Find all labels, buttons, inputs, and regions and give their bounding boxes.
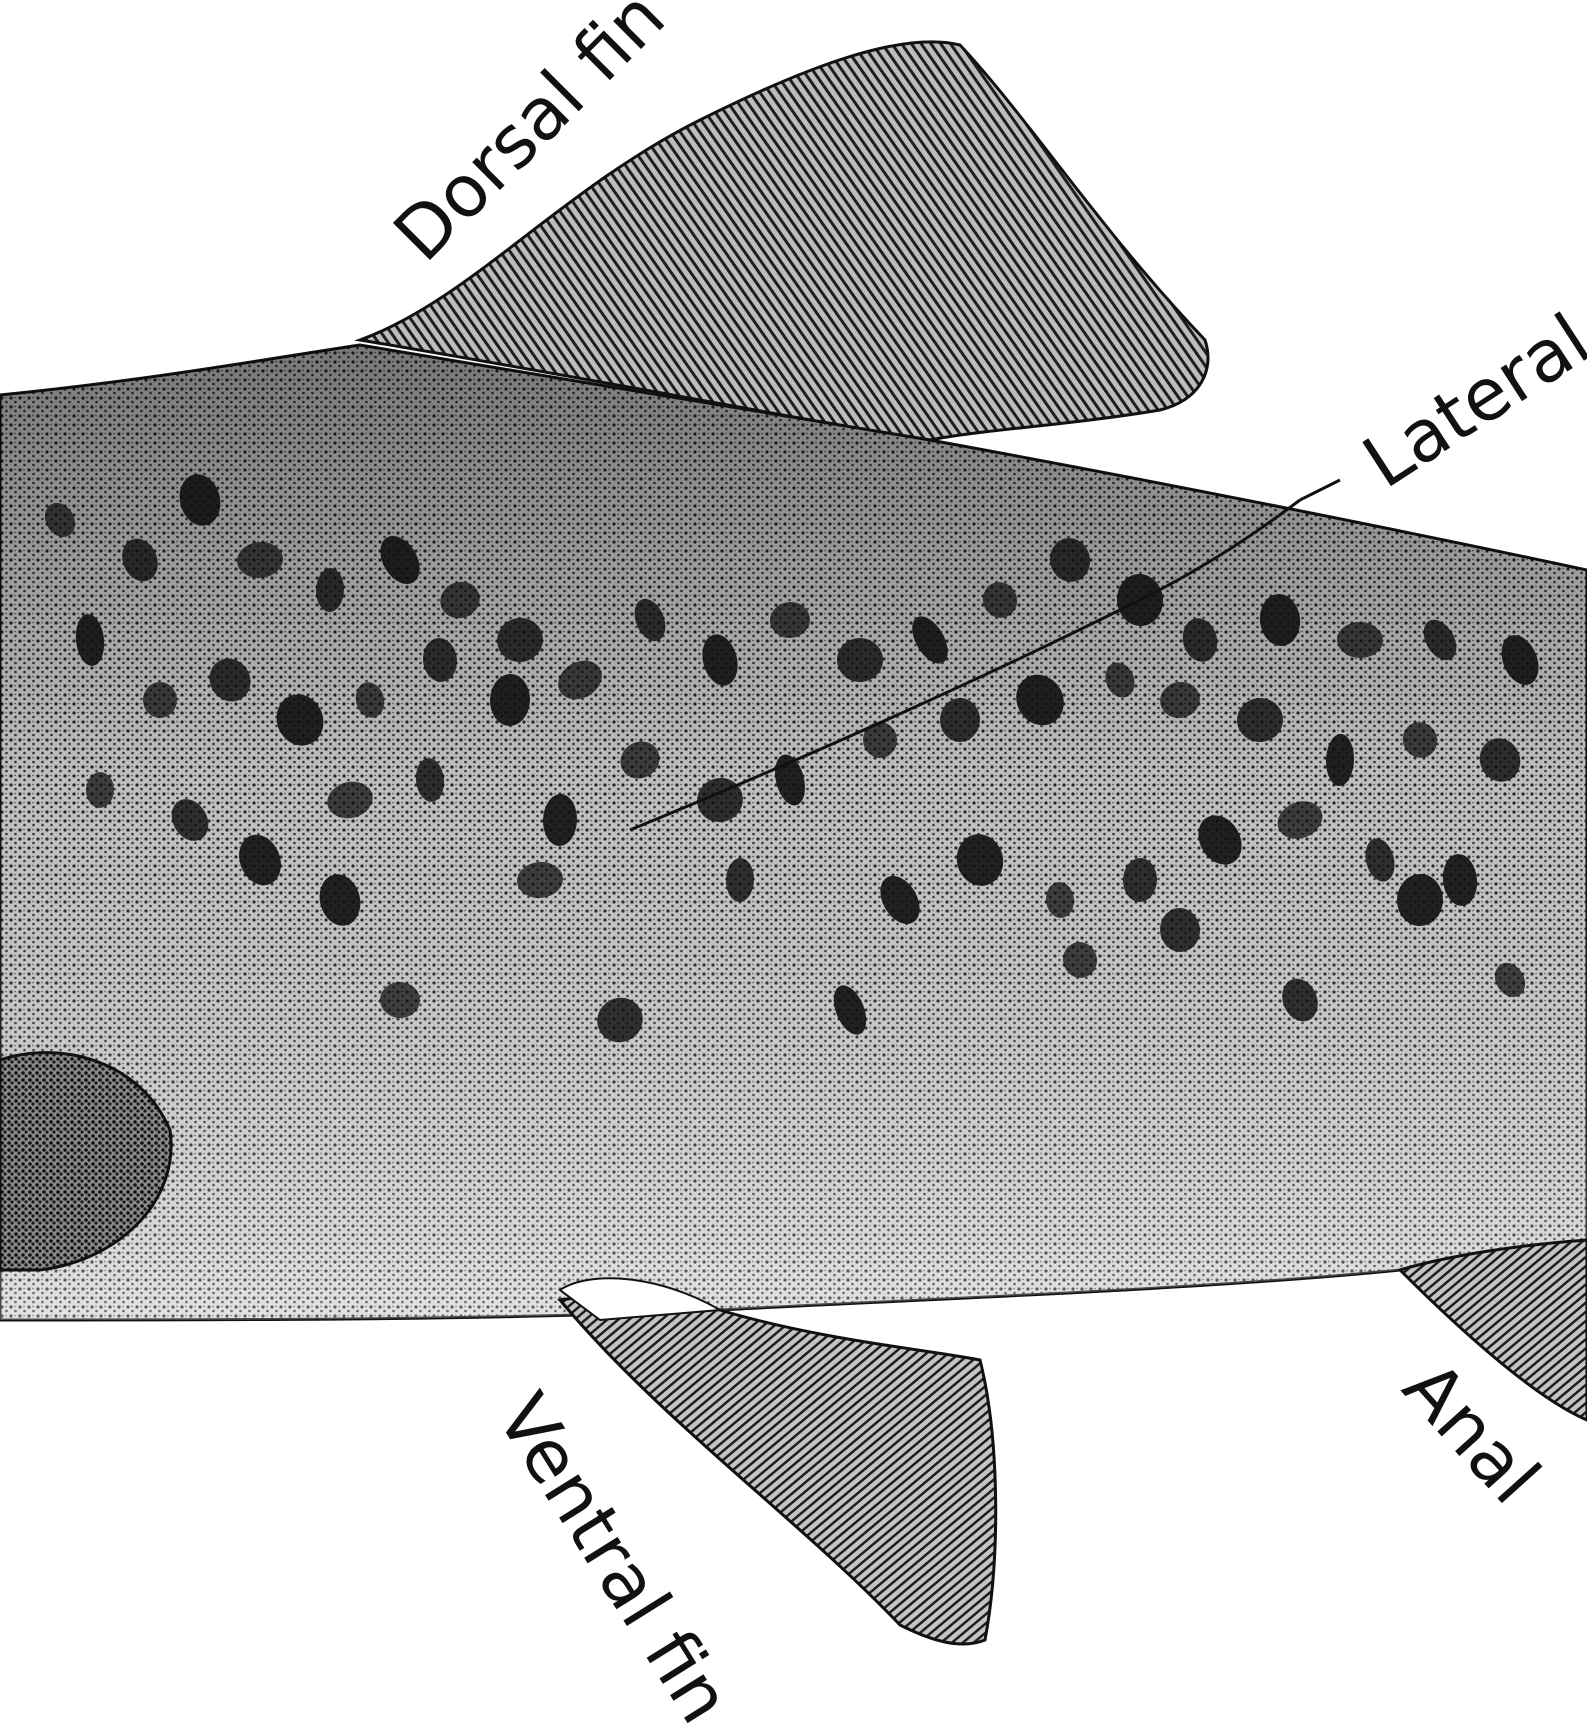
fish-body [0, 345, 1587, 1320]
lateral-line-label: Lateral [1349, 297, 1587, 504]
